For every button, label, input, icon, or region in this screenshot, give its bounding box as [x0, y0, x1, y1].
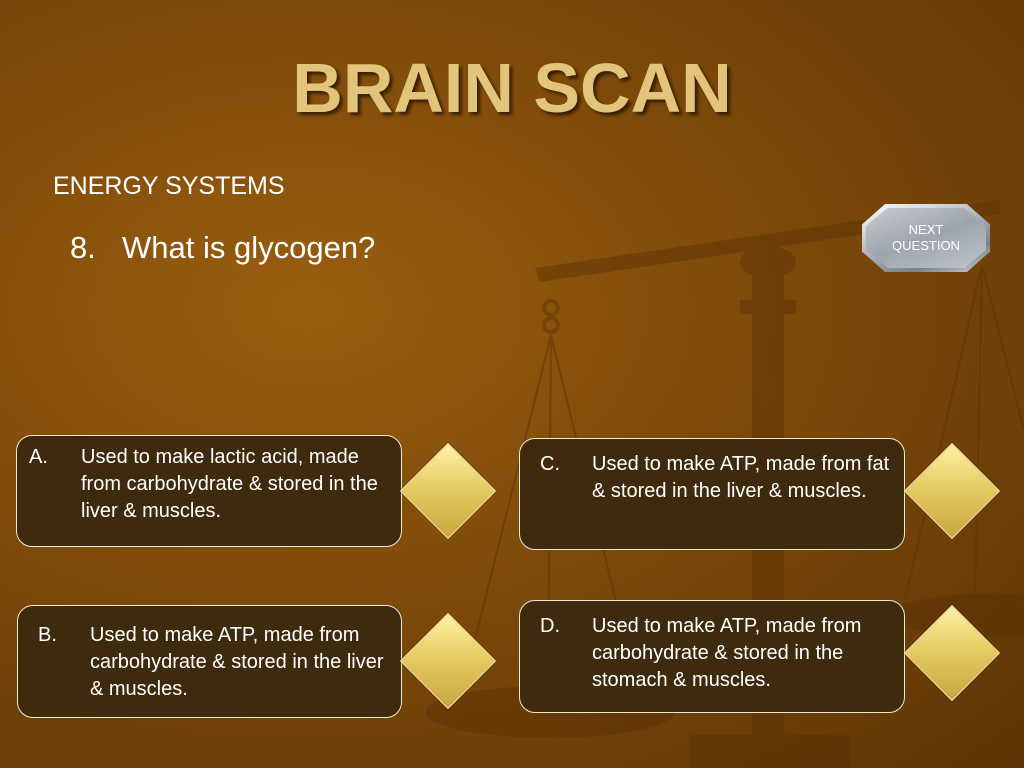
answer-a-text: Used to make lactic acid, made from carb…: [81, 446, 378, 522]
answer-b-box[interactable]: B. Used to make ATP, made from carbohydr…: [17, 605, 402, 718]
answer-d-box[interactable]: D. Used to make ATP, made from carbohydr…: [519, 600, 905, 713]
answer-d-text: Used to make ATP, made from carbohydrate…: [592, 615, 862, 691]
answer-b-letter: B.: [38, 624, 57, 646]
answer-d-letter: D.: [540, 615, 560, 637]
next-question-label: NEXT QUESTION: [866, 208, 986, 268]
answer-a-letter: A.: [29, 446, 48, 468]
answer-a-box[interactable]: A. Used to make lactic acid, made from c…: [16, 435, 402, 547]
next-label-line2: QUESTION: [892, 238, 960, 253]
question: 8. What is glycogen?: [70, 230, 375, 266]
slide-title: BRAIN SCAN: [292, 49, 732, 127]
answer-c-text: Used to make ATP, made from fat & stored…: [592, 453, 890, 502]
next-label-line1: NEXT: [908, 222, 944, 237]
answer-c-letter: C.: [540, 453, 560, 475]
question-number: 8.: [70, 230, 96, 265]
next-question-button[interactable]: NEXT QUESTION: [862, 204, 990, 272]
question-text: What is glycogen?: [122, 230, 376, 265]
slide-subtitle: ENERGY SYSTEMS: [53, 172, 285, 200]
answer-b-text: Used to make ATP, made from carbohydrate…: [90, 624, 384, 700]
answer-c-box[interactable]: C. Used to make ATP, made from fat & sto…: [519, 438, 905, 550]
